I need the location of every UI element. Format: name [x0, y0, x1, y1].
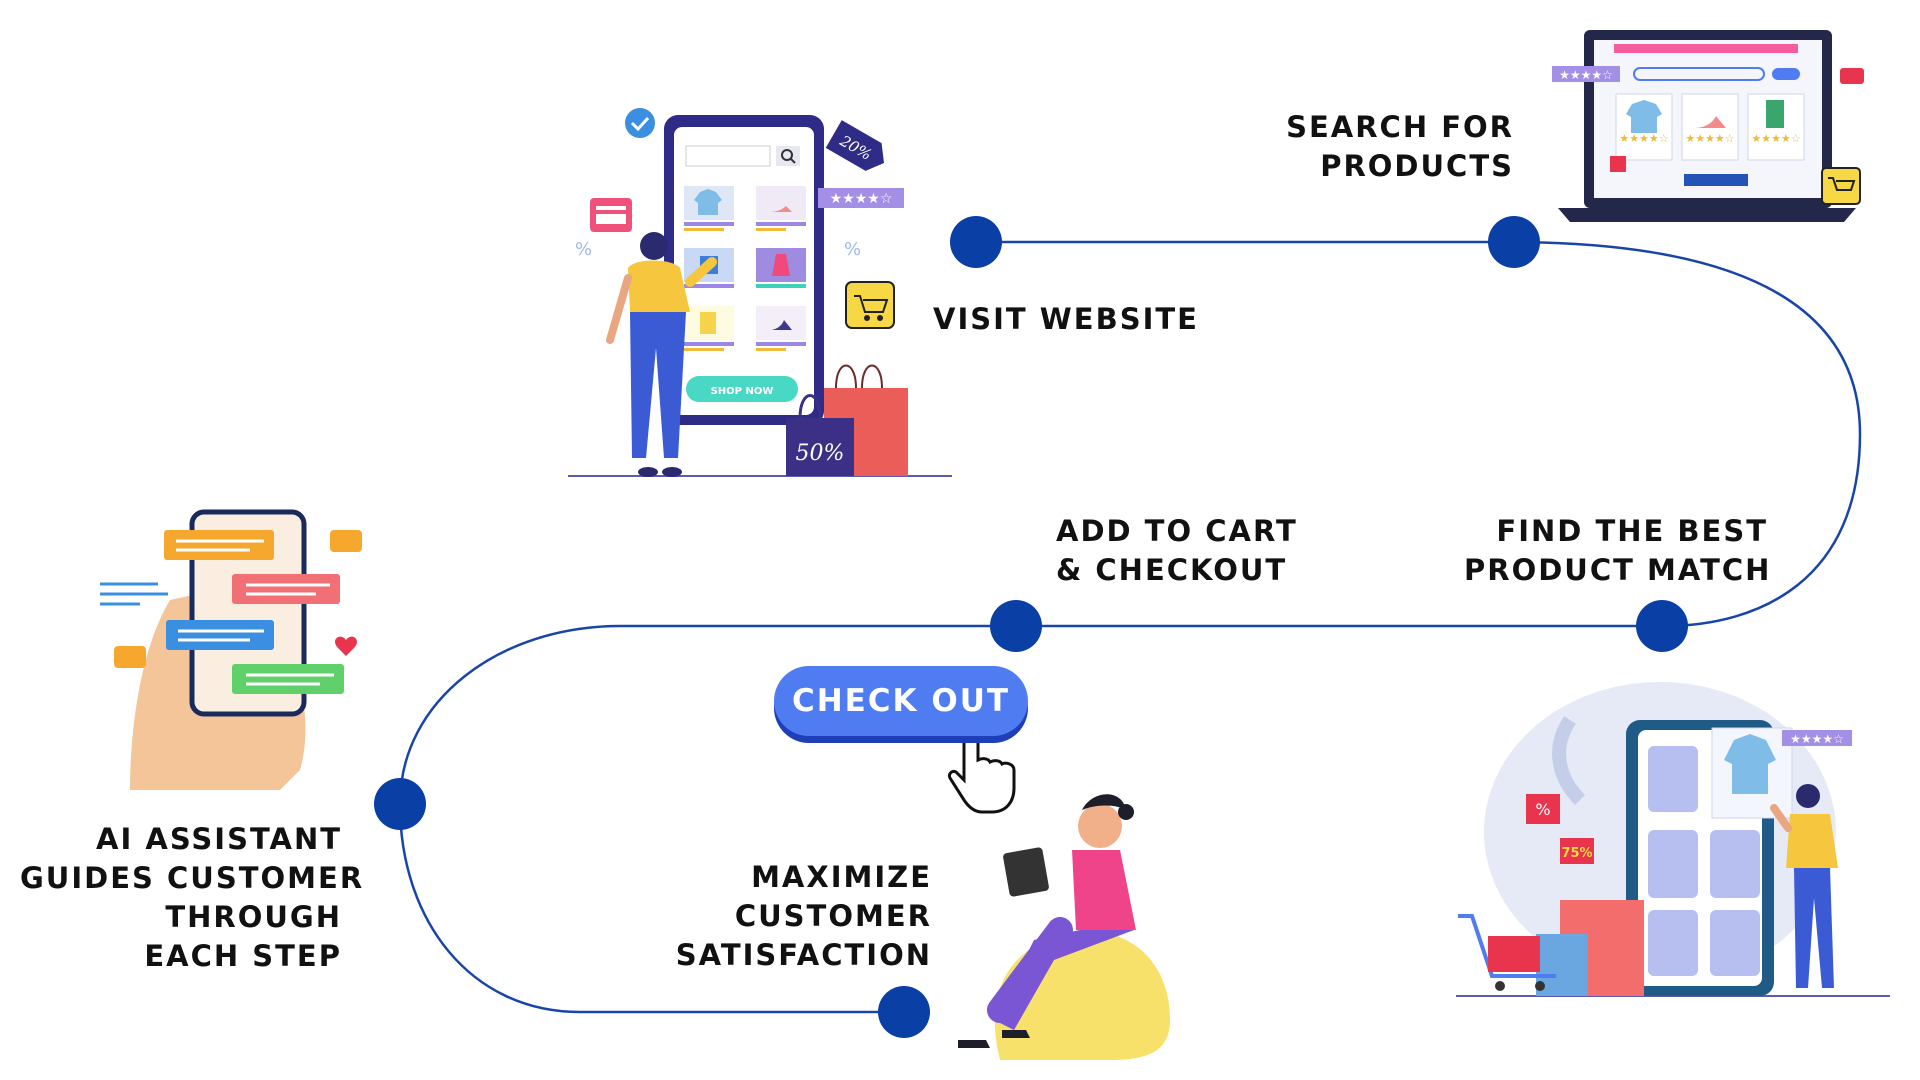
- store-illustration: ★★★★☆ % 75%: [1456, 682, 1890, 997]
- svg-text:%: %: [844, 239, 861, 260]
- shop-now-button: [686, 376, 798, 402]
- node-ai-assistant: [374, 778, 426, 830]
- cart-icon: [845, 281, 895, 329]
- phone-shop-illustration: SHOP NOW 20% ★★★★☆ 50% % %: [568, 108, 952, 477]
- node-add-to-cart: [990, 600, 1042, 652]
- check-icon: [625, 108, 655, 138]
- svg-text:★★★★☆: ★★★★☆: [1685, 132, 1734, 145]
- hand-pointer-icon: [948, 724, 1016, 814]
- shop-now-label: SHOP NOW: [711, 386, 774, 397]
- node-search-products: [1488, 216, 1540, 268]
- laptop-illustration: ★★★★☆ ★★★★☆ ★★★★☆ ★★★★☆: [1552, 30, 1864, 222]
- search-icon: [781, 149, 796, 164]
- bag-discount: 50%: [796, 441, 845, 466]
- heart-icon: [335, 636, 357, 656]
- node-maximize: [878, 986, 930, 1038]
- star-icon: ★★★★☆: [830, 191, 893, 207]
- svg-text:★★★★☆: ★★★★☆: [1790, 732, 1844, 746]
- chat-illustration: [100, 509, 362, 790]
- svg-text:★★★★☆: ★★★★☆: [1559, 68, 1613, 82]
- node-find-best: [1636, 600, 1688, 652]
- svg-text:★★★★☆: ★★★★☆: [1751, 132, 1800, 145]
- woman-illustration: [958, 794, 1170, 1060]
- shirt-icon: [694, 189, 722, 215]
- discount-tag: 20%: [825, 120, 884, 171]
- svg-text:%: %: [1535, 800, 1550, 819]
- dress-icon: [772, 254, 790, 276]
- label-add-to-cart: ADD TO CART& CHECKOUT: [1056, 514, 1298, 587]
- heel-icon: [766, 206, 792, 212]
- node-visit-website: [950, 216, 1002, 268]
- journey-nodes: [374, 216, 1688, 1038]
- label-visit-website: VISIT WEBSITE: [933, 302, 1199, 336]
- chat-bubble-icon: [164, 530, 344, 694]
- svg-text:75%: 75%: [1561, 846, 1592, 861]
- svg-text:%: %: [575, 239, 592, 260]
- svg-text:★★★★☆: ★★★★☆: [1619, 132, 1668, 145]
- checkout-button[interactable]: CHECK OUT: [774, 666, 1028, 736]
